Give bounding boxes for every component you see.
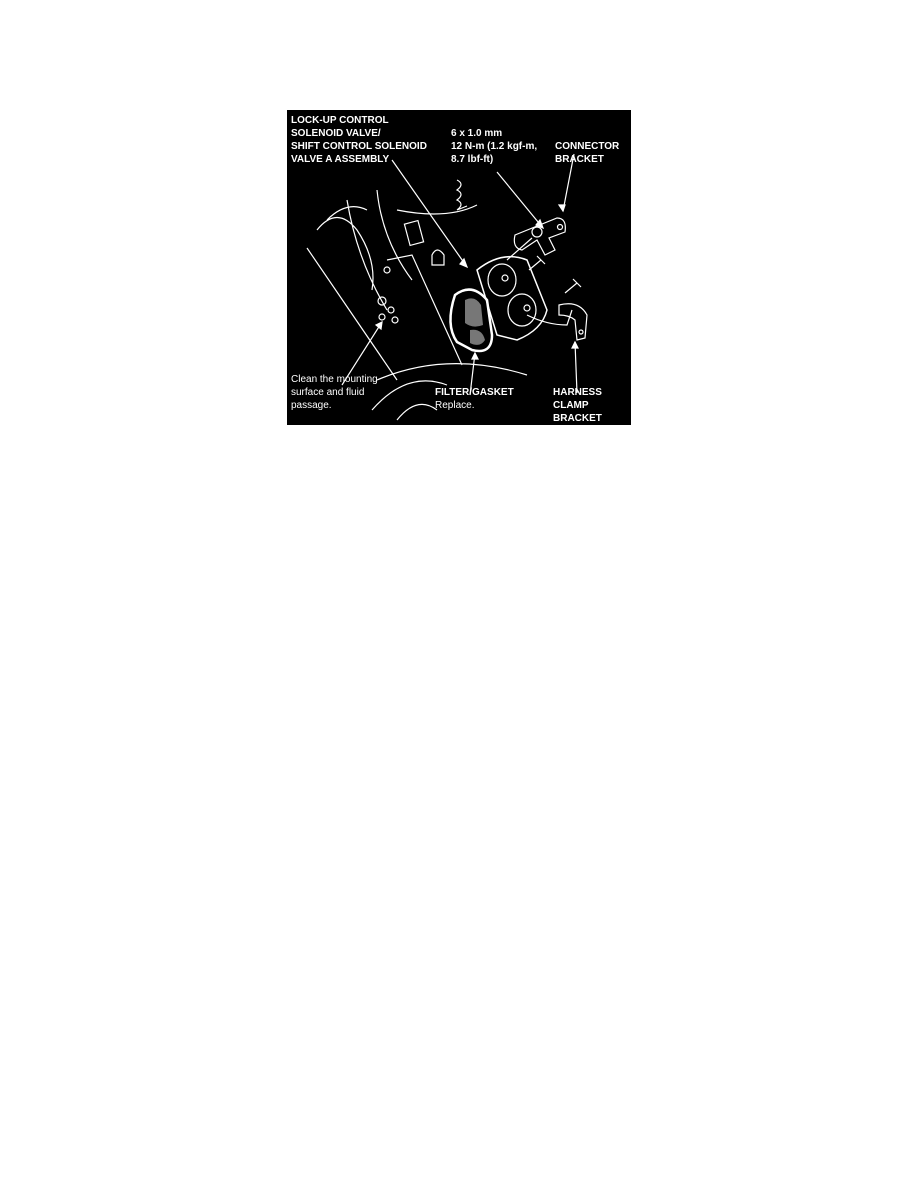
solenoid-valve-diagram: LOCK-UP CONTROL SOLENOID VALVE/ SHIFT CO… [287,110,631,425]
solenoid-valve-assembly-label: LOCK-UP CONTROL SOLENOID VALVE/ SHIFT CO… [291,114,427,166]
label-line: CLAMP [553,400,589,411]
label-line: 8.7 lbf-ft) [451,154,494,165]
label-line: BRACKET [555,154,604,165]
label-line: Clean the mounting [291,374,378,385]
label-line: VALVE A ASSEMBLY [291,154,390,165]
label-line: BRACKET [553,413,602,424]
filter-gasket-label: FILTER/GASKET Replace. [435,386,514,412]
label-line: 6 x 1.0 mm [451,128,503,139]
label-line: SOLENOID VALVE/ [291,128,381,139]
diagram-line-art [306,153,588,421]
label-line: HARNESS [553,387,602,398]
label-line: surface and fluid [291,387,365,398]
label-line: LOCK-UP CONTROL [291,115,389,126]
harness-clamp-bracket-label: HARNESS CLAMP BRACKET [553,386,602,425]
label-line: 12 N-m (1.2 kgf-m, [451,141,538,152]
connector-bracket-label: CONNECTOR BRACKET [555,140,619,166]
label-line: SHIFT CONTROL SOLENOID [291,141,427,152]
clean-surface-note: Clean the mounting surface and fluid pas… [291,373,378,412]
bolt-torque-label: 6 x 1.0 mm 12 N-m (1.2 kgf-m, 8.7 lbf-ft… [451,127,537,166]
label-line: passage. [291,400,332,411]
label-line: Replace. [435,400,475,411]
label-line: FILTER/GASKET [435,387,514,398]
label-line: CONNECTOR [555,141,620,152]
